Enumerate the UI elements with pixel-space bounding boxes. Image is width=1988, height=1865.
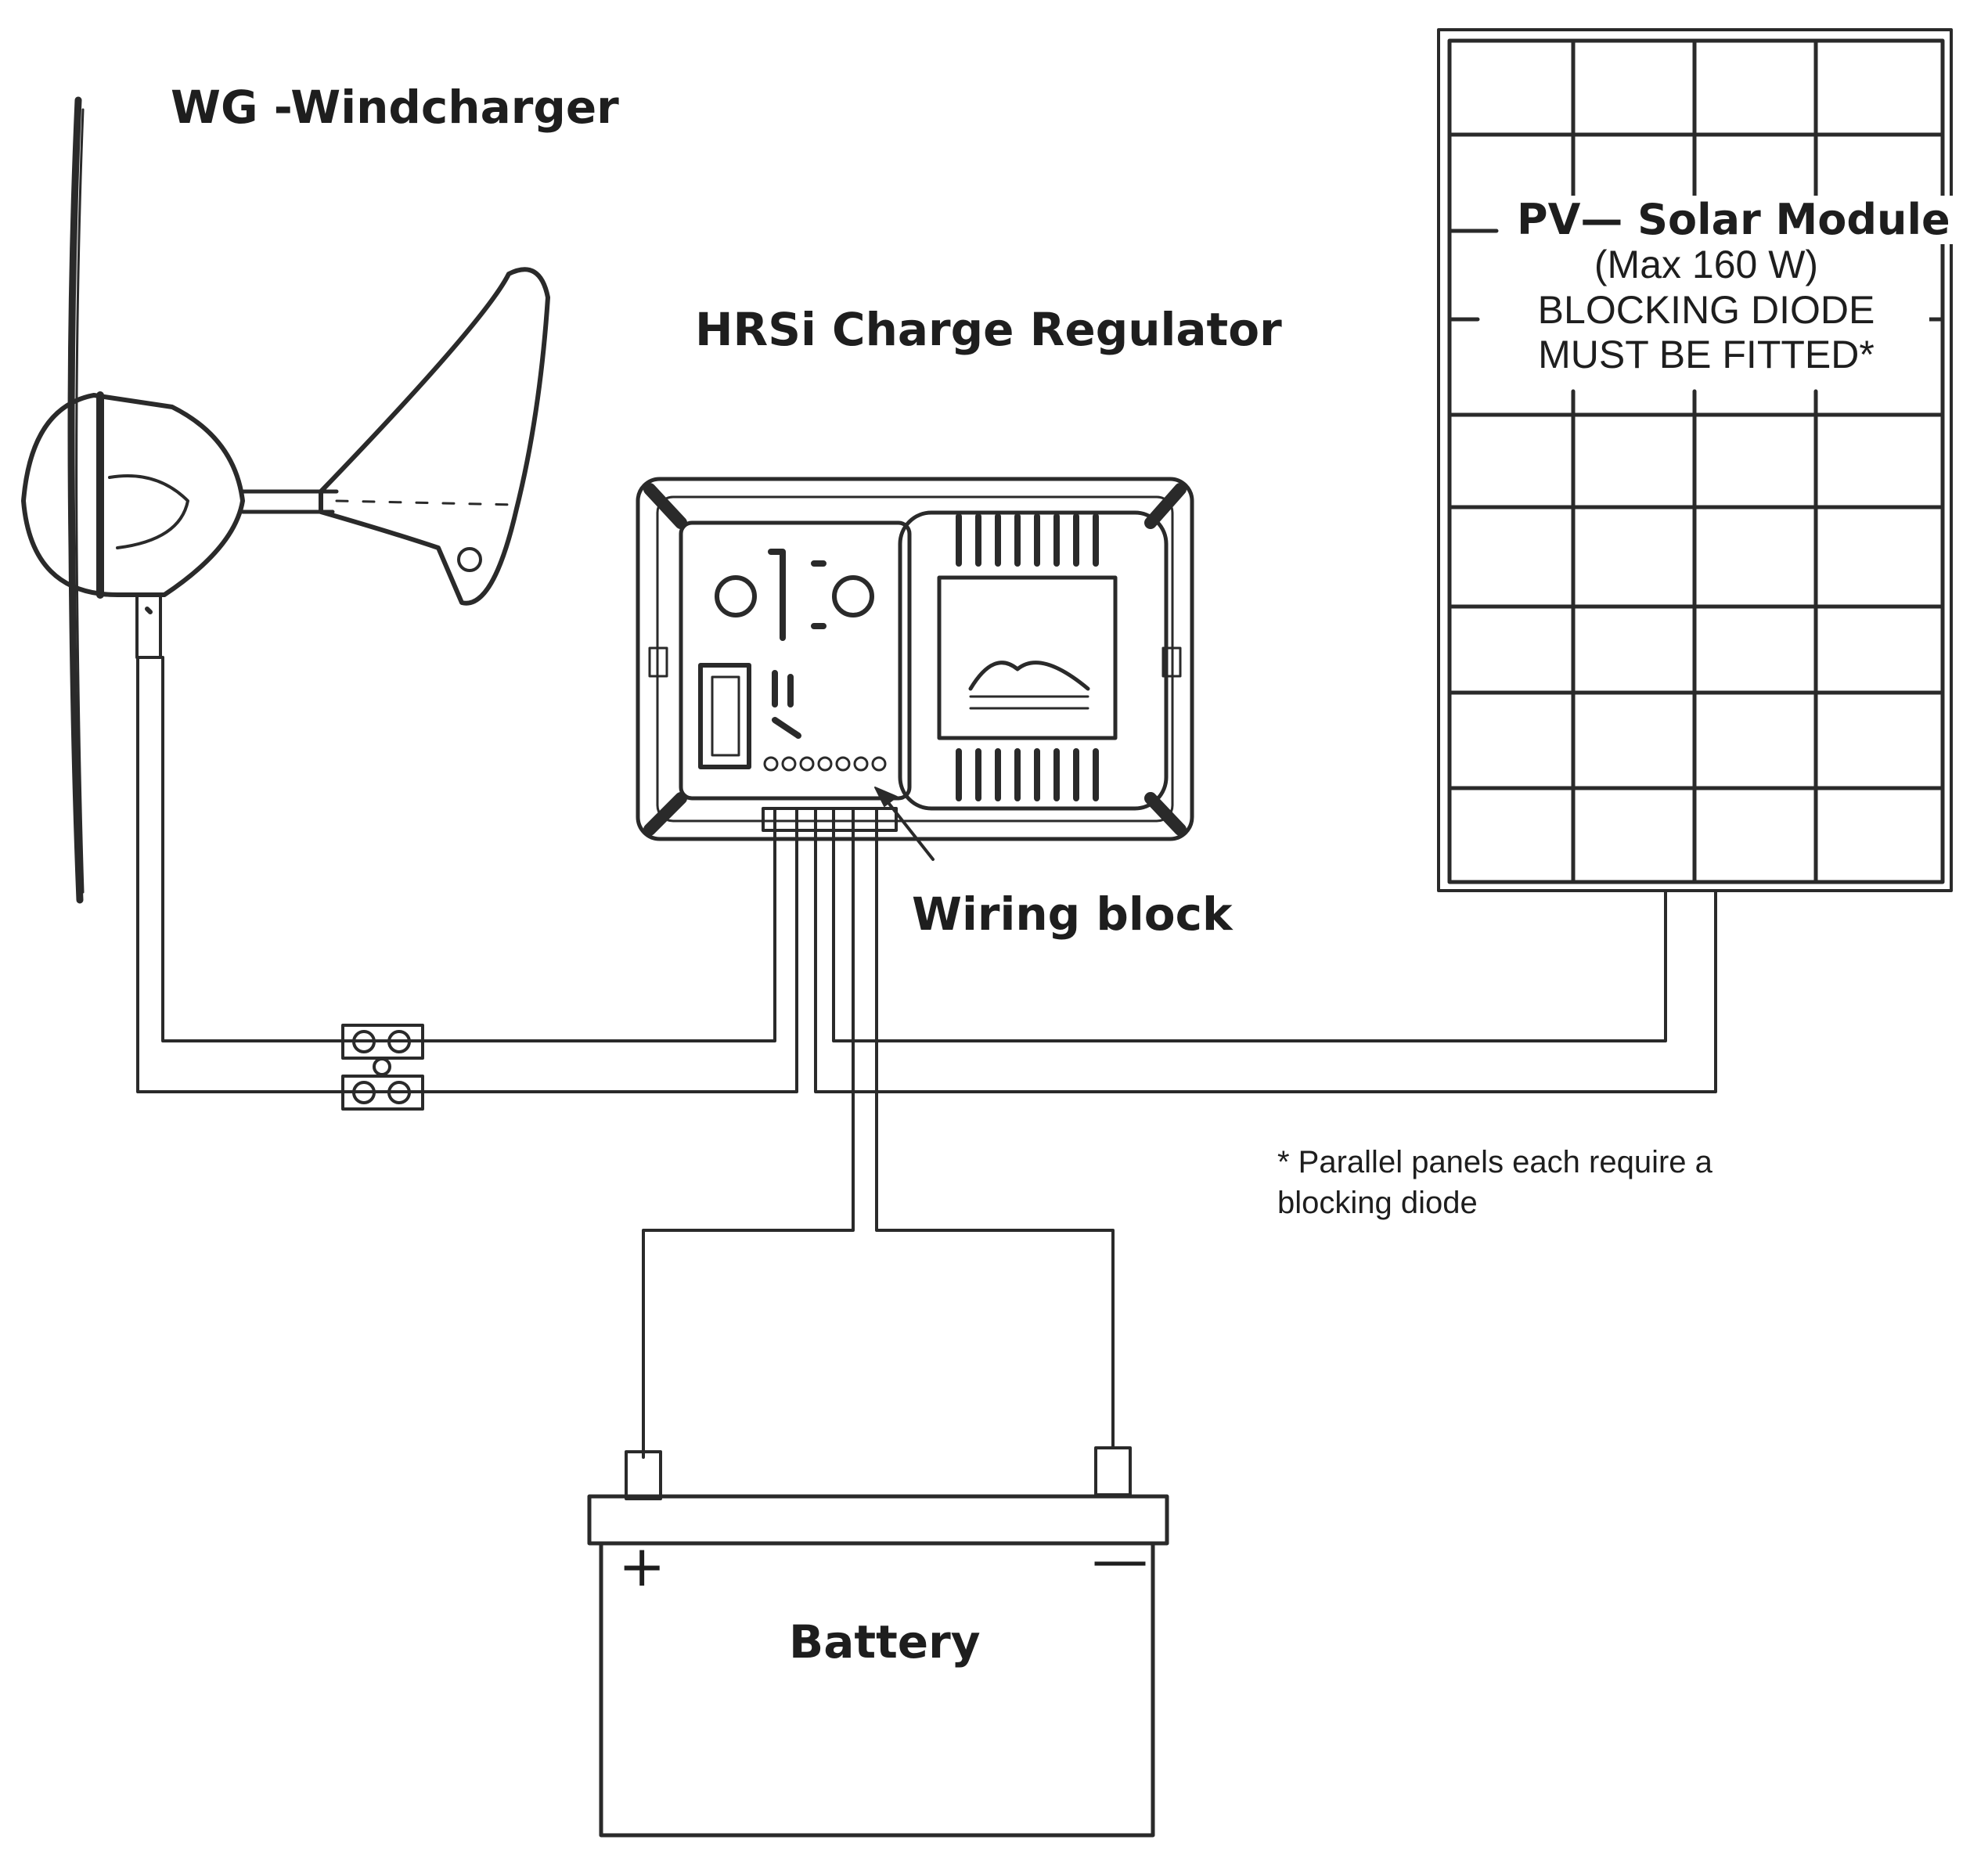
solar-cable-1 [832,808,1667,1042]
footnote-line-1: * Parallel panels each require a [1277,1145,1712,1179]
wind-generator-label: WG -Windcharger [171,81,619,134]
battery-positive-symbol: + [618,1533,666,1599]
wind-cable-inner [161,656,776,1042]
wiring-block-label: Wiring block [912,887,1233,941]
battery-label: Battery [789,1615,981,1669]
wind-generator-icon [21,96,550,904]
battery-cable-negative [875,808,1115,1449]
battery-negative-symbol: — [1092,1527,1148,1593]
wind-cable-outer [136,656,798,1093]
charge-regulator-label: HRSi Charge Regulator [695,303,1282,356]
wiring-block-pointer [879,791,935,861]
terminal-connector-icon [341,1024,424,1111]
solar-module-diode-note: BLOCKING DIODE [1483,288,1929,333]
footnote-line-2: blocking diode [1277,1186,1478,1220]
battery-cable-positive [642,808,855,1459]
solar-cable-2 [814,808,1717,1093]
solar-module-title: PV— Solar Module [1512,195,1955,245]
solar-panel-icon [1437,28,1953,892]
battery-icon [587,1446,1169,1838]
solar-module-max-power: (Max 160 W) [1483,243,1929,288]
solar-module-fitted-note: MUST BE FITTED* [1483,333,1929,378]
charge-regulator-icon [636,477,1194,841]
